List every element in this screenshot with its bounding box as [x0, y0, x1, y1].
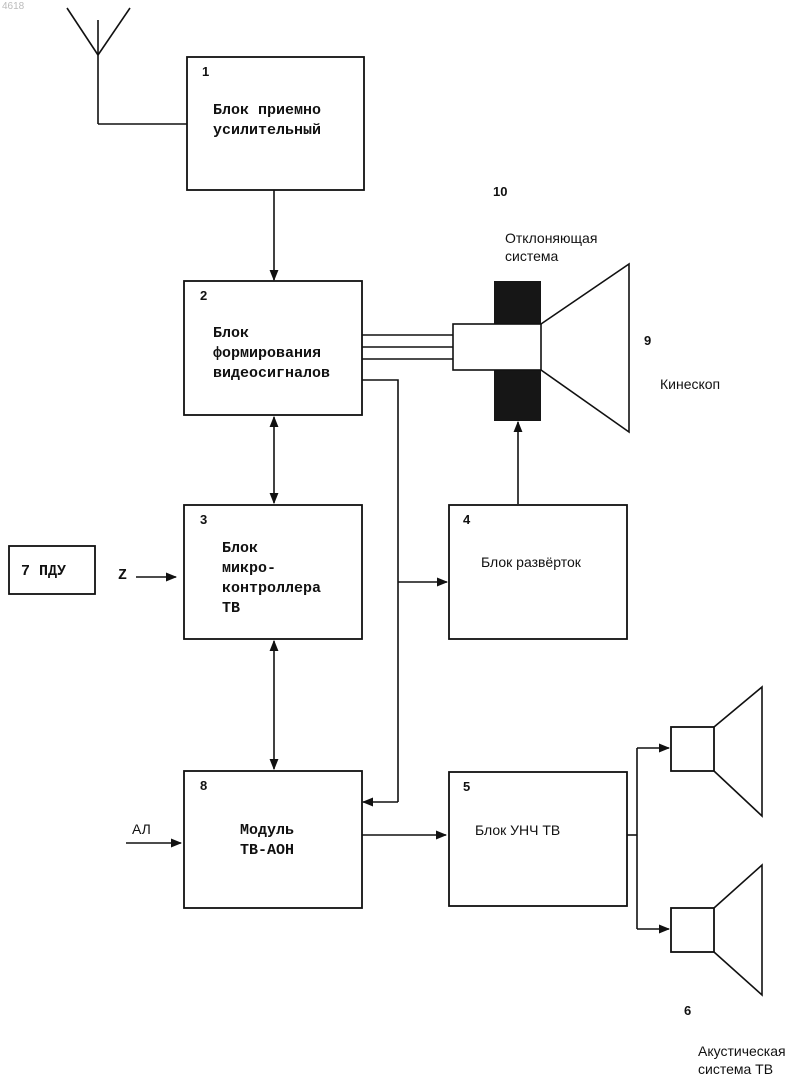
block-2-number: 2 [200, 288, 207, 303]
speakers-label-line2: система ТВ [698, 1061, 773, 1077]
speaker-feed-lines [627, 748, 669, 929]
block-2-video-signal-former: 2 Блок формирования видеосигналов [184, 281, 362, 415]
kinescope-icon: 9 Кинескоп [541, 264, 720, 432]
block-4-number: 4 [463, 512, 471, 527]
block-2-label-line2: формирования [213, 345, 321, 362]
video-bus-line [362, 380, 447, 802]
speakers-number: 6 [684, 1003, 691, 1018]
block-8-label-line2: ТВ-АОН [240, 842, 294, 859]
block-2-label-line3: видеосигналов [213, 365, 330, 382]
block-1-label-line2: усилительный [213, 122, 321, 139]
kinescope-number: 9 [644, 333, 651, 348]
block-3-label-line2: микро- [222, 560, 276, 577]
block-1-receiver-amplifier: 1 Блок приемно усилительный [187, 57, 364, 190]
block-7-label: 7 ПДУ [21, 563, 66, 580]
block-8-number: 8 [200, 778, 207, 793]
block-3-label-line3: контроллера [222, 580, 321, 597]
block-8-tv-caller-id-module: 8 Модуль ТВ-АОН [184, 771, 362, 908]
block-2-label-line1: Блок [213, 325, 249, 342]
block-5-label: Блок УНЧ ТВ [475, 822, 560, 838]
block-5-number: 5 [463, 779, 470, 794]
block-5-audio-amplifier: 5 Блок УНЧ ТВ [449, 772, 627, 906]
deflection-number: 10 [493, 184, 507, 199]
remote-signal-symbol: Z [118, 567, 127, 584]
block-1-number: 1 [202, 64, 209, 79]
block-7-remote-control: 7 ПДУ [9, 546, 95, 594]
deflection-system: 10 Отклоняющая система [453, 184, 597, 421]
kinescope-label: Кинескоп [660, 376, 720, 392]
antenna-icon [67, 8, 187, 124]
speaker-icon [671, 687, 762, 816]
block-4-scanning: 4 Блок развёрток [449, 505, 627, 639]
block-4-label: Блок развёрток [481, 554, 582, 570]
al-label: АЛ [132, 821, 151, 837]
deflection-label-line2: система [505, 248, 558, 264]
block-1-label-line1: Блок приемно [213, 102, 321, 119]
block-3-label-line1: Блок [222, 540, 258, 557]
corner-id: 4618 [2, 1, 25, 12]
video-signal-lines [362, 335, 460, 359]
speakers-label-line1: Акустическая [698, 1043, 786, 1059]
block-3-label-line4: ТВ [222, 600, 240, 617]
remote-signal-arrow: Z [118, 567, 176, 584]
block-8-label-line1: Модуль [240, 822, 294, 839]
speaker-icon [671, 865, 762, 995]
deflection-label-line1: Отклоняющая [505, 230, 597, 246]
block-3-microcontroller: 3 Блок микро- контроллера ТВ [184, 505, 362, 639]
block-3-number: 3 [200, 512, 207, 527]
